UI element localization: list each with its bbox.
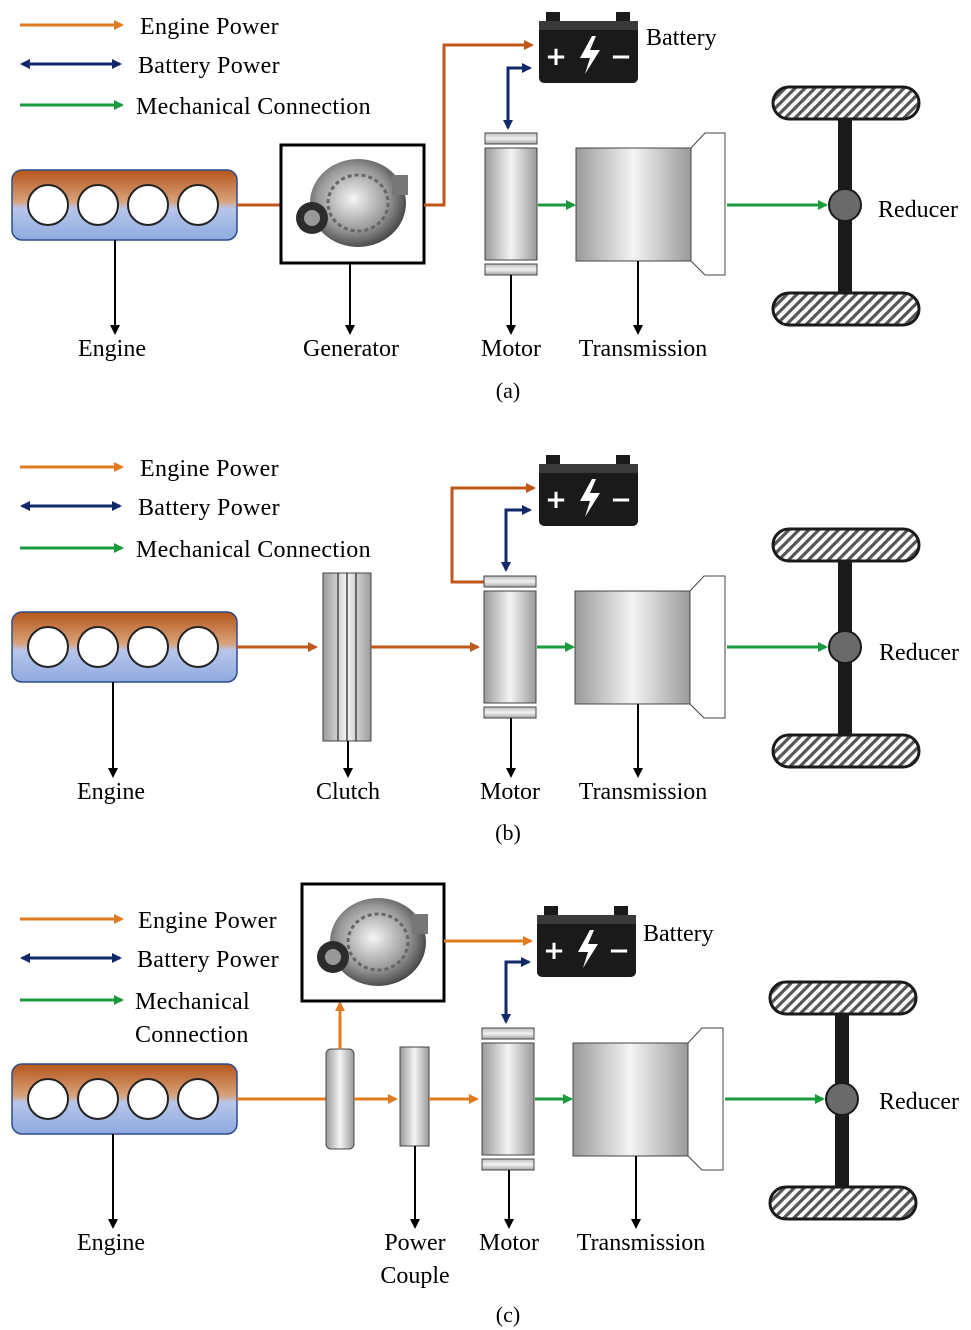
caption-a: (a) (496, 378, 520, 403)
legend-battery-power: Battery Power (138, 495, 280, 521)
clutch-label: Clutch (316, 779, 380, 805)
motor-icon (484, 132, 538, 276)
engine-label: Engine (78, 336, 146, 362)
battery-icon: + − (537, 906, 636, 977)
battery-plus: + (545, 485, 567, 515)
panel-a: Engine Power Battery Power Mechanical Co… (11, 12, 958, 403)
battery-label: Battery (643, 921, 714, 947)
transmission-label: Transmission (577, 1230, 705, 1256)
generator-icon (300, 882, 446, 1003)
transmission-icon (574, 575, 726, 719)
battery-label: Battery (646, 25, 717, 51)
clutch-icon (322, 572, 372, 742)
battery-minus: − (610, 485, 632, 515)
motor-icon (481, 1027, 535, 1171)
legend-battery-power: Battery Power (138, 53, 280, 79)
motor-label: Motor (480, 779, 540, 805)
transmission-icon (575, 132, 726, 276)
generator-icon (279, 143, 426, 265)
caption-c: (c) (496, 1302, 520, 1327)
legend-mechanical-connection-line1: Mechanical (135, 989, 250, 1015)
battery-motor-arrow (501, 957, 531, 1024)
motor-to-battery-arrow (450, 483, 536, 584)
motor-icon (483, 575, 537, 719)
legend-mechanical-connection: Mechanical Connection (136, 537, 371, 563)
reducer-axle-icon (771, 527, 921, 769)
battery-icon: + − (539, 455, 638, 526)
engine-block (11, 169, 238, 241)
motor-label: Motor (481, 336, 541, 362)
generator-label: Generator (303, 336, 399, 362)
caption-b: (b) (495, 820, 521, 845)
battery-plus: + (545, 42, 567, 72)
legend-engine-power: Engine Power (140, 14, 279, 40)
legend-b: Engine Power Battery Power Mechanical Co… (20, 456, 371, 563)
legend-a: Engine Power Battery Power Mechanical Co… (20, 14, 371, 120)
legend-engine-power: Engine Power (138, 908, 277, 934)
legend-engine-power: Engine Power (140, 456, 279, 482)
motor-label: Motor (479, 1230, 539, 1256)
power-split-gear-icon (325, 1048, 355, 1150)
battery-plus: + (543, 936, 565, 966)
engine-block (11, 611, 238, 683)
reducer-axle-icon (771, 85, 921, 327)
reducer-label: Reducer (878, 197, 958, 223)
panel-b: Engine Power Battery Power Mechanical Co… (11, 455, 959, 845)
battery-icon: + − (539, 12, 638, 83)
battery-minus: − (608, 936, 630, 966)
engine-label: Engine (77, 1230, 145, 1256)
power-couple-label-line1: Power (384, 1230, 445, 1256)
legend-c: Engine Power Battery Power Mechanical Co… (20, 908, 279, 1048)
power-couple-label-line2: Couple (380, 1263, 449, 1289)
transmission-label: Transmission (579, 779, 707, 805)
power-couple-icon (399, 1046, 430, 1147)
reducer-axle-icon (768, 980, 918, 1221)
battery-minus: − (610, 42, 632, 72)
transmission-label: Transmission (579, 336, 707, 362)
generator-to-battery-arrow (424, 40, 534, 207)
engine-block (11, 1063, 238, 1135)
legend-mechanical-connection: Mechanical Connection (136, 94, 371, 120)
panel-c: Engine Power Battery Power Mechanical Co… (11, 882, 959, 1327)
transmission-icon (572, 1027, 724, 1171)
legend-mechanical-connection-line2: Connection (135, 1022, 249, 1048)
battery-motor-arrow (501, 505, 532, 572)
engine-label: Engine (77, 779, 145, 805)
reducer-label: Reducer (879, 1089, 959, 1115)
battery-motor-arrow (503, 63, 532, 130)
legend-battery-power: Battery Power (137, 947, 279, 973)
reducer-label: Reducer (879, 640, 959, 666)
